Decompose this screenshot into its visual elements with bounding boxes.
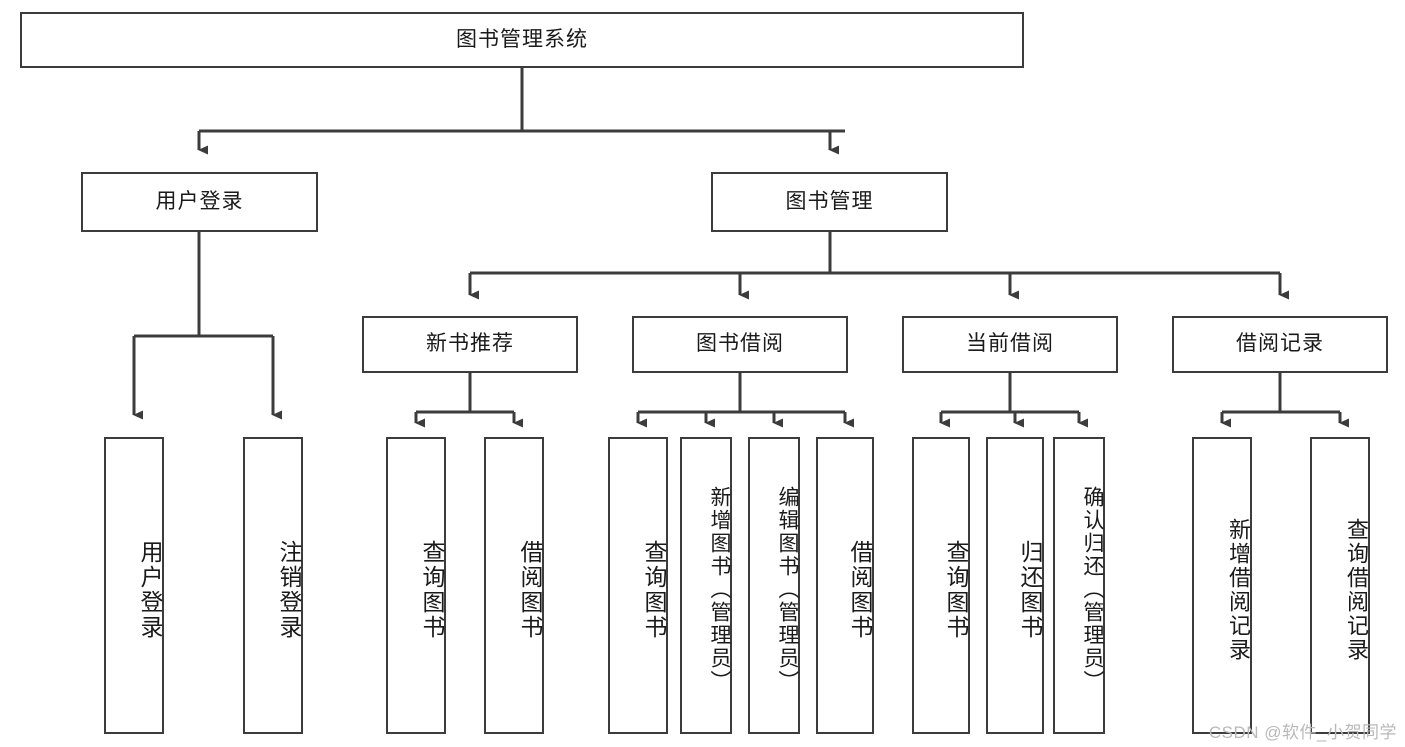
leaf-return-book[interactable]: 归还图书 [986,437,1044,734]
leaf-query-book-current[interactable]: 查询图书 [912,437,970,734]
node-label: 新增图书（管理员） [708,486,731,693]
node-label: 注销登录 [276,539,302,640]
node-label: 当前借阅 [966,332,1054,356]
node-label: 借阅记录 [1236,332,1324,356]
leaf-confirm-return-admin[interactable]: 确认归还（管理员） [1053,437,1105,734]
node-borrow-record[interactable]: 借阅记录 [1172,316,1388,373]
node-label: 图书借阅 [696,332,784,356]
node-label: 查询图书 [641,539,667,640]
node-label: 归还图书 [1017,539,1043,640]
node-label: 借阅图书 [517,539,543,640]
node-label: 查询图书 [943,539,969,640]
node-label: 新增借阅记录 [1226,517,1251,662]
node-label: 新书推荐 [426,332,514,356]
node-label: 查询图书 [419,539,445,640]
node-current-borrow[interactable]: 当前借阅 [902,316,1118,373]
leaf-borrow-book[interactable]: 借阅图书 [816,437,874,734]
node-label: 查询借阅记录 [1344,517,1369,662]
node-book-management[interactable]: 图书管理 [711,172,948,232]
node-label: 编辑图书（管理员） [776,486,799,693]
node-root[interactable]: 图书管理系统 [20,12,1024,68]
leaf-query-book-borrow[interactable]: 查询图书 [608,437,668,734]
leaf-user-login[interactable]: 用户登录 [104,437,164,734]
leaf-query-borrow-record[interactable]: 查询借阅记录 [1310,437,1370,734]
leaf-query-book-new[interactable]: 查询图书 [386,437,446,734]
node-label: 图书管理系统 [456,27,588,51]
node-label: 图书管理 [785,189,874,213]
node-user-login[interactable]: 用户登录 [81,172,318,232]
leaf-add-borrow-record[interactable]: 新增借阅记录 [1192,437,1252,734]
leaf-add-book-admin[interactable]: 新增图书（管理员） [680,437,732,734]
leaf-logout[interactable]: 注销登录 [243,437,303,734]
leaf-borrow-book-new[interactable]: 借阅图书 [484,437,544,734]
node-book-borrow[interactable]: 图书借阅 [632,316,848,373]
node-new-book-recommend[interactable]: 新书推荐 [362,316,578,373]
node-label: 确认归还（管理员） [1081,486,1104,693]
leaf-edit-book-admin[interactable]: 编辑图书（管理员） [748,437,800,734]
node-label: 用户登录 [155,189,244,213]
node-label: 借阅图书 [847,539,873,640]
node-label: 用户登录 [137,539,163,640]
